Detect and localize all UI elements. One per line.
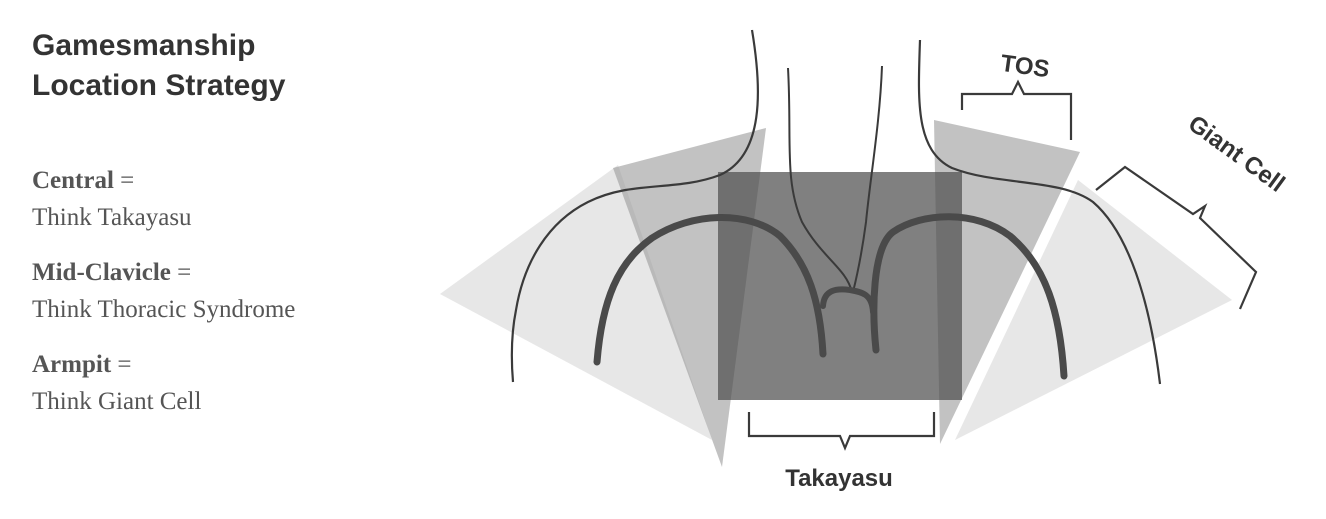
trachea-line-right: [852, 65, 883, 293]
legend-term-line: Mid-Clavicle =: [32, 254, 295, 291]
armpit-zone-right: [955, 180, 1232, 440]
legend-key-central: Central: [32, 167, 114, 194]
legend-equals: =: [117, 351, 132, 378]
legend-term-line: Central =: [32, 162, 295, 199]
artery-left: [593, 214, 827, 366]
tos-zone-right: [934, 120, 1080, 444]
legend-key-mid-clavicle: Mid-Clavicle: [32, 259, 171, 286]
title-line-1: Gamesmanship: [32, 29, 256, 62]
legend-desc-armpit: Think Giant Cell: [32, 388, 202, 415]
legend-equals: =: [177, 259, 192, 286]
tos-brace: [960, 79, 1073, 140]
legend-item-armpit: Armpit = Think Giant Cell: [32, 346, 295, 420]
legend-equals: =: [120, 167, 135, 194]
legend-item-central: Central = Think Takayasu: [32, 162, 295, 236]
artery-right: [870, 213, 1068, 380]
page-title: Gamesmanship Location Strategy: [32, 26, 285, 106]
armpit-zone-left: [440, 165, 712, 440]
body-outline-right: [917, 39, 1162, 385]
artery-arch: [820, 286, 876, 315]
legend-desc-central: Think Takayasu: [32, 204, 192, 231]
legend-key-armpit: Armpit: [32, 351, 112, 378]
trachea-line-left: [787, 67, 853, 293]
takayasu-label: Takayasu: [785, 465, 893, 492]
location-legend: Central = Think Takayasu Mid-Clavicle = …: [32, 162, 295, 438]
giant-cell-brace: [1095, 165, 1258, 310]
legend-term-line: Armpit =: [32, 346, 295, 383]
legend-item-mid-clavicle: Mid-Clavicle = Think Thoracic Syndrome: [32, 254, 295, 328]
legend-desc-mid-clavicle: Think Thoracic Syndrome: [32, 296, 296, 323]
takayasu-zone: [718, 172, 962, 400]
takayasu-brace: [747, 412, 936, 451]
title-line-2: Location Strategy: [32, 69, 286, 102]
body-outline-left: [510, 29, 760, 383]
giant-cell-label: Giant Cell: [1183, 110, 1290, 198]
tos-label: TOS: [999, 50, 1051, 84]
